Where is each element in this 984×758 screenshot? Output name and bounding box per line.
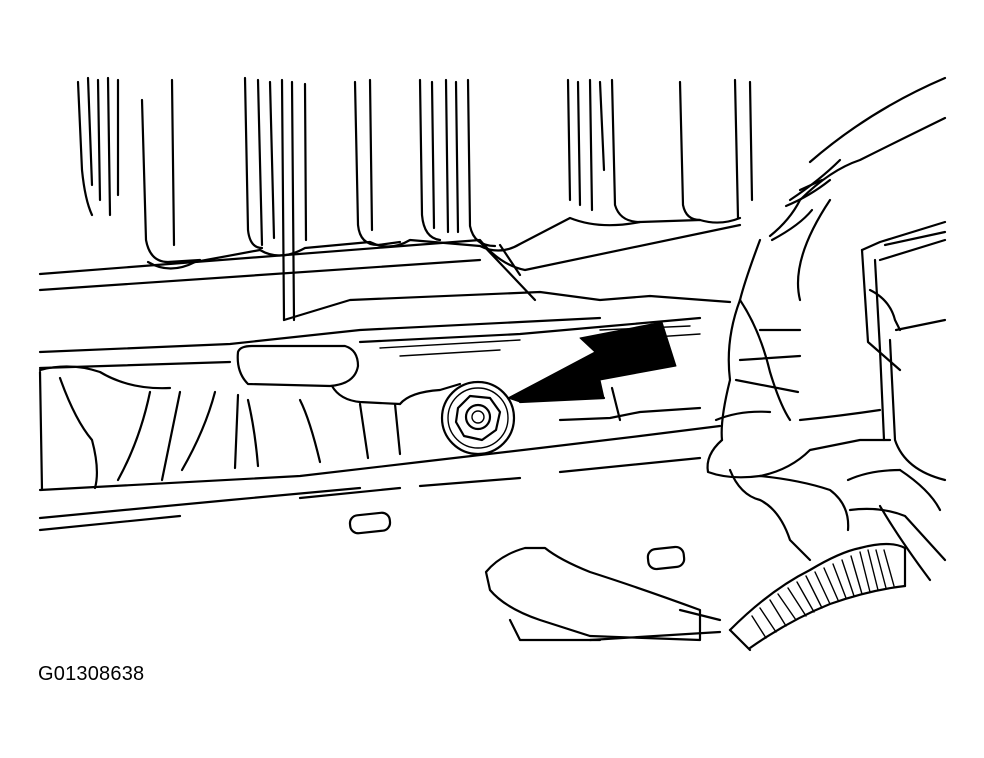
- wiring-harness: [706, 76, 947, 582]
- figure-id-label: G01308638: [38, 663, 145, 685]
- frame-rail: [38, 424, 722, 642]
- upper-ribbed-housing: [38, 76, 754, 322]
- corrugated-hose: [728, 542, 907, 652]
- pointer-arrow: [507, 321, 677, 404]
- lower-edge: [588, 608, 722, 642]
- crossmember: [38, 316, 702, 492]
- bolt: [440, 380, 516, 456]
